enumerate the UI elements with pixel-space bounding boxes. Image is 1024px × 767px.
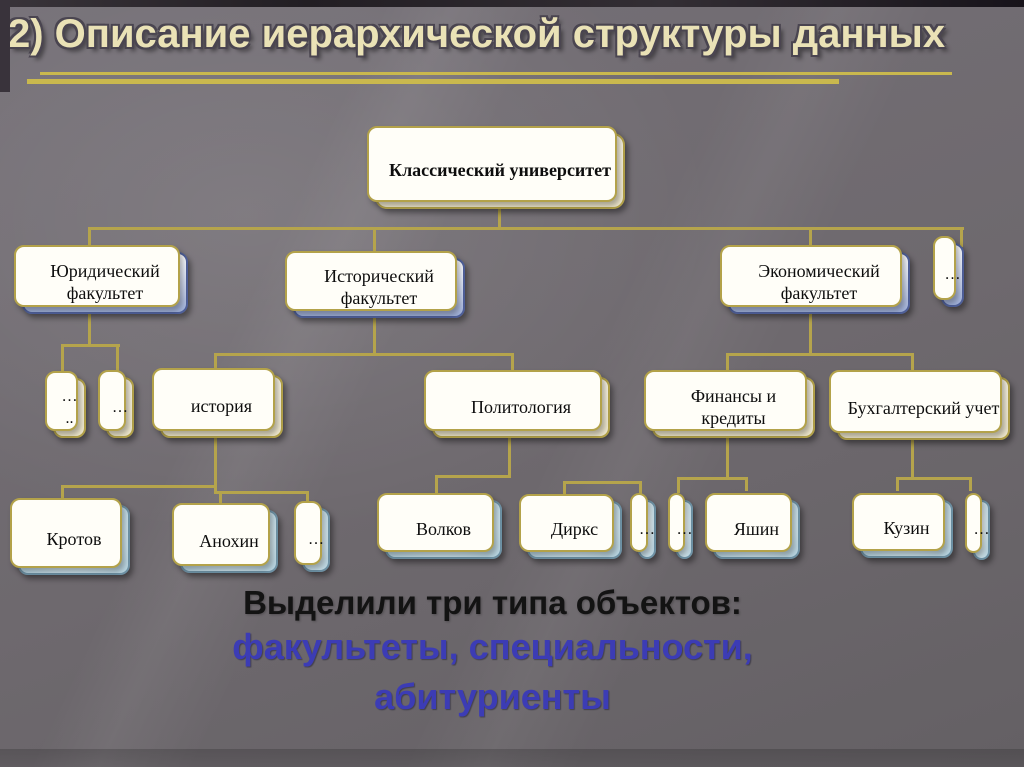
connector-line: [219, 491, 222, 505]
node-label: Экономический факультет: [758, 261, 880, 303]
connector-line: [745, 477, 748, 491]
bottom-edge-decoration: [0, 749, 1024, 767]
node-applicant-more-1: …: [294, 501, 330, 572]
node-applicant-yashin: Яшин: [705, 493, 800, 559]
node-label: Бухгалтерский учет: [847, 397, 1000, 418]
connector-line: [306, 491, 309, 502]
connector-line: [508, 434, 511, 478]
connector-line: [639, 481, 642, 494]
node-root-university: Классический университет: [367, 126, 625, 209]
connector-line: [498, 206, 501, 230]
connector-line: [677, 477, 680, 493]
connector-line: [726, 434, 729, 480]
connector-line: [911, 353, 914, 371]
connector-line: [896, 477, 899, 491]
node-spec-more-2: …: [98, 370, 134, 438]
footer-line-blue-1: факультеты, специальности,: [232, 626, 753, 667]
footer-line-black: Выделили три типа объектов:: [243, 584, 742, 621]
node-applicant-more-3: …: [668, 493, 693, 559]
connector-line: [563, 481, 566, 494]
node-faculty-law: Юридический факультет: [14, 245, 188, 314]
node-spec-finance: Финансы и кредиты: [644, 370, 815, 438]
node-faculty-history: Исторический факультет: [285, 251, 465, 318]
node-label: Исторический факультет: [324, 266, 434, 308]
connector-line: [435, 475, 438, 493]
node-label: Финансы и кредиты: [690, 385, 777, 428]
connector-line: [116, 344, 119, 382]
node-label: история: [190, 395, 253, 416]
connector-line: [214, 434, 217, 494]
node-label: Юридический факультет: [50, 261, 160, 303]
node-label: Диркс: [550, 519, 599, 540]
connector-line: [896, 477, 972, 480]
connector-line: [61, 344, 64, 374]
connector-line: [969, 477, 972, 491]
node-label: Анохин: [199, 530, 259, 551]
node-label: Кузин: [883, 518, 930, 539]
connector-line: [809, 227, 812, 257]
title-underline-short: [27, 79, 839, 84]
connector-line: [511, 353, 514, 371]
connector-line: [373, 314, 376, 356]
node-spec-history: история: [152, 368, 283, 438]
connector-line: [88, 310, 91, 347]
connector-line: [960, 227, 963, 247]
node-label: Волков: [415, 518, 472, 539]
title-underline-long: [40, 72, 952, 75]
connector-line: [726, 353, 729, 371]
node-label: …: [973, 521, 990, 539]
node-spec-accounting: Бухгалтерский учет: [829, 370, 1010, 440]
node-label: … ..: [61, 387, 78, 427]
node-spec-more-1: … ..: [45, 371, 86, 438]
connector-line: [435, 475, 511, 478]
connector-line: [911, 436, 914, 480]
footer-line-blue-2: абитуриенты: [374, 676, 611, 717]
connector-line: [214, 491, 309, 494]
node-label: …: [639, 520, 655, 538]
node-applicant-volkov: Волков: [377, 493, 502, 559]
left-edge-decoration: [0, 0, 10, 92]
connector-line: [88, 227, 964, 230]
node-applicant-krotov: Кротов: [10, 498, 130, 575]
top-edge-decoration: [0, 0, 1024, 7]
node-applicant-more-4: …: [965, 493, 990, 560]
node-label: Политология: [470, 396, 572, 417]
node-label: …: [944, 266, 961, 284]
connector-line: [88, 227, 91, 257]
node-faculty-more: …: [933, 236, 964, 307]
connector-line: [61, 485, 217, 488]
connector-line: [214, 353, 514, 356]
connector-line: [61, 485, 64, 500]
connector-line: [809, 310, 812, 356]
footer-text: Выделили три типа объектов: факультеты, …: [0, 584, 985, 722]
node-label: …: [112, 398, 128, 416]
node-label: Яшин: [733, 518, 780, 539]
connector-line: [214, 353, 217, 373]
node-applicant-dirks: Диркс: [519, 494, 622, 559]
node-label: …: [308, 531, 324, 549]
connector-line: [373, 227, 376, 263]
node-label: …: [676, 520, 693, 538]
connector-line: [61, 344, 120, 347]
connector-line: [726, 353, 914, 356]
connector-line: [677, 477, 748, 480]
node-applicant-more-2: …: [630, 493, 656, 559]
node-applicant-kuzin: Кузин: [852, 493, 953, 558]
node-label: Классический университет: [389, 160, 611, 181]
node-spec-politology: Политология: [424, 370, 610, 438]
node-label: Кротов: [46, 529, 102, 550]
node-applicant-anokhin: Анохин: [172, 503, 278, 573]
connector-line: [563, 481, 642, 484]
node-faculty-economics: Экономический факультет: [720, 245, 910, 314]
slide-title: 2) Описание иерархической структуры данн…: [8, 12, 946, 56]
